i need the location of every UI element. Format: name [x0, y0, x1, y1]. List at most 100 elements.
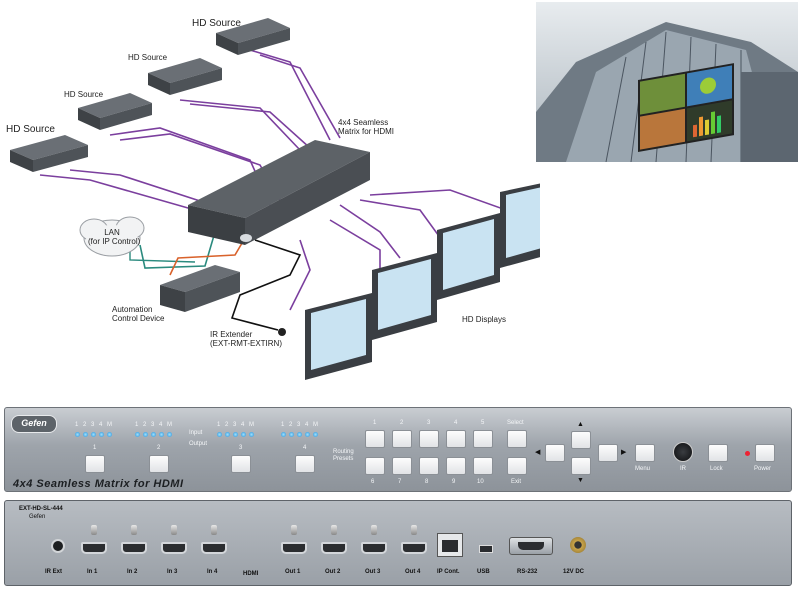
power-button[interactable]	[755, 444, 775, 462]
hd-source-box-3	[148, 58, 222, 95]
output-2-button[interactable]	[149, 455, 169, 473]
output-1-button[interactable]	[85, 455, 105, 473]
hdmi-in-4-port[interactable]	[201, 542, 227, 554]
hdmi-out-4-port[interactable]	[401, 542, 427, 554]
select-button[interactable]	[507, 430, 527, 448]
out-1-label: Out 1	[285, 569, 301, 575]
up-arrow-icon: ▲	[577, 421, 584, 428]
matrix-label: 4x4 Seamless Matrix for HDMI	[338, 118, 394, 137]
preset-6-button[interactable]	[365, 457, 385, 475]
down-button[interactable]	[571, 457, 591, 475]
ir-cable	[230, 239, 302, 331]
ip-cont-label: IP Cont.	[437, 569, 460, 575]
out-2-label: Out 2	[325, 569, 341, 575]
usb-port[interactable]	[479, 545, 493, 553]
output-number-1: 1	[93, 445, 97, 451]
preset-number-6: 6	[371, 479, 375, 485]
hd-source-box-4	[216, 18, 290, 55]
up-button[interactable]	[571, 431, 591, 449]
preset-number-9: 9	[452, 479, 456, 485]
preset-9-button[interactable]	[446, 457, 466, 475]
rear-panel: EXT-HD-SL-444 Gefen IR Ext In 1 In 2 In …	[4, 500, 792, 586]
right-button[interactable]	[598, 444, 618, 462]
hd-displays-label: HD Displays	[462, 315, 507, 324]
ethernet-port[interactable]	[437, 533, 463, 557]
rs232-label: RS-232	[517, 569, 538, 575]
ir-extender-label: IR Extender (EXT-RMT-EXTIRN)	[210, 330, 282, 349]
hd-source-label-4: HD Source	[192, 18, 241, 29]
automation-label: Automation Control Device	[112, 305, 165, 324]
preset-number-7: 7	[398, 479, 402, 485]
exit-button[interactable]	[507, 457, 527, 475]
output-number-4: 4	[303, 445, 307, 451]
dc-label: 12V DC	[563, 569, 585, 575]
hd-source-box-2	[78, 93, 152, 130]
connection-diagram	[10, 18, 540, 380]
hdmi-in-1-port[interactable]	[81, 542, 107, 554]
rear-brand: Gefen	[29, 514, 46, 520]
routing-presets-label: Routing Presets	[333, 449, 354, 463]
video-wall	[638, 63, 734, 152]
dc-power-port[interactable]	[570, 537, 586, 553]
preset-4-button[interactable]	[446, 430, 466, 448]
ir-ext-label: IR Ext	[45, 569, 63, 575]
hd-display-1	[305, 293, 372, 380]
lock-label: Lock	[710, 466, 723, 472]
ir-ext-port[interactable]	[51, 539, 65, 553]
preset-number-10: 10	[477, 479, 484, 485]
in-2-label: In 2	[127, 569, 138, 575]
power-label: Power	[754, 466, 772, 472]
output-number-3: 3	[239, 445, 243, 451]
ir-extender-icon	[278, 328, 286, 336]
preset-3-button[interactable]	[419, 430, 439, 448]
right-arrow-icon: ▶	[621, 449, 627, 456]
hd-source-label-3: HD Source	[128, 53, 168, 62]
hdmi-out-1-port[interactable]	[281, 542, 307, 554]
select-label: Select	[507, 420, 524, 426]
exit-label: Exit	[511, 479, 522, 485]
serial-cable	[169, 237, 246, 276]
preset-2-button[interactable]	[392, 430, 412, 448]
matrix-box	[188, 140, 370, 245]
lock-button[interactable]	[708, 444, 728, 462]
preset-number-2: 2	[400, 420, 404, 426]
output-number-2: 2	[157, 445, 161, 451]
menu-label: Menu	[635, 466, 651, 472]
input-label: Input	[189, 430, 203, 436]
model-number: EXT-HD-SL-444	[19, 506, 63, 512]
menu-button[interactable]	[635, 444, 655, 462]
out-4-label: Out 4	[405, 569, 421, 575]
hd-source-box-1	[10, 135, 88, 172]
out-3-label: Out 3	[365, 569, 381, 575]
preset-number-3: 3	[427, 420, 431, 426]
hd-source-label-2: HD Source	[64, 90, 104, 99]
lan-cable-2	[129, 250, 196, 263]
preset-7-button[interactable]	[392, 457, 412, 475]
hdmi-label: HDMI	[243, 571, 259, 577]
hdmi-out-2-port[interactable]	[321, 542, 347, 554]
in-1-label: In 1	[87, 569, 98, 575]
output-3-button[interactable]	[231, 455, 251, 473]
lan-cable	[139, 231, 216, 269]
hd-display-2	[372, 253, 437, 340]
hdmi-in-3-port[interactable]	[161, 542, 187, 554]
output-4-button[interactable]	[295, 455, 315, 473]
in-4-label: In 4	[207, 569, 218, 575]
hdmi-out-3-port[interactable]	[361, 542, 387, 554]
gefen-logo: Gefen	[11, 415, 57, 433]
preset-number-4: 4	[454, 420, 458, 426]
hd-source-label-1: HD Source	[6, 124, 55, 135]
front-panel-title: 4x4 Seamless Matrix for HDMI	[13, 478, 184, 490]
preset-10-button[interactable]	[473, 457, 493, 475]
left-button[interactable]	[545, 444, 565, 462]
preset-8-button[interactable]	[419, 457, 439, 475]
preset-1-button[interactable]	[365, 430, 385, 448]
preset-number-1: 1	[373, 420, 377, 426]
rs232-port[interactable]	[509, 537, 553, 555]
power-led-icon	[745, 451, 750, 456]
hd-display-3	[437, 213, 500, 300]
left-arrow-icon: ◀	[535, 449, 541, 456]
preset-5-button[interactable]	[473, 430, 493, 448]
hdmi-in-2-port[interactable]	[121, 542, 147, 554]
